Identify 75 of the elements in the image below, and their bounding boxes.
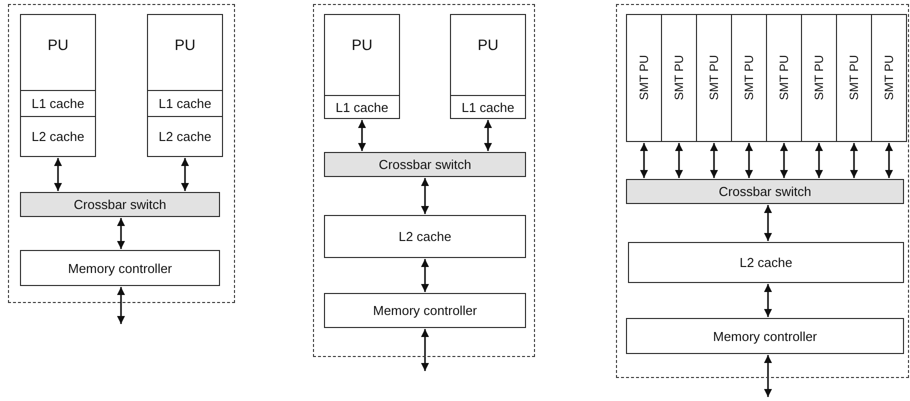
box-label: Memory controller xyxy=(712,328,818,344)
crossbar-box xyxy=(324,152,526,177)
component-box xyxy=(147,116,223,157)
box-label: Memory controller xyxy=(372,303,478,318)
box-label: L2 cache xyxy=(740,255,792,270)
crossbar-box xyxy=(20,192,220,217)
box-label: Crossbar switch xyxy=(718,184,812,199)
processor-box xyxy=(801,14,837,142)
box-label: L1 cache xyxy=(336,100,388,114)
processor-box xyxy=(731,14,767,142)
double-arrow xyxy=(421,329,429,371)
double-arrow xyxy=(484,120,492,151)
processor-box xyxy=(766,14,802,142)
box-label: SMT PU xyxy=(777,55,791,101)
box-label: L2 cache xyxy=(32,129,84,144)
component-box xyxy=(628,242,904,283)
box-label: PU xyxy=(352,37,372,54)
box-label: SMT PU xyxy=(847,55,861,101)
box-label: SMT PU xyxy=(707,55,721,101)
processor-box xyxy=(324,14,400,96)
component-box xyxy=(450,95,526,119)
processor-box xyxy=(871,14,907,142)
component-box xyxy=(147,90,223,117)
box-label: PU xyxy=(174,37,196,54)
double-arrow xyxy=(54,158,62,191)
double-arrow xyxy=(640,143,648,178)
double-arrow xyxy=(885,143,893,178)
chip-boundary xyxy=(313,4,535,357)
double-arrow xyxy=(181,158,189,191)
box-label: SMT PU xyxy=(882,55,896,101)
double-arrow xyxy=(710,143,718,178)
box-label: PU xyxy=(48,37,68,54)
component-box xyxy=(626,318,904,354)
double-arrow xyxy=(421,259,429,292)
crossbar-box xyxy=(626,179,904,204)
box-label: SMT PU xyxy=(637,55,651,101)
processor-box xyxy=(20,14,96,91)
processor-box xyxy=(696,14,732,142)
box-label: L2 cache xyxy=(158,129,212,144)
processor-box xyxy=(836,14,872,142)
processor-box xyxy=(661,14,697,142)
double-arrow xyxy=(764,205,772,241)
box-label: SMT PU xyxy=(742,55,756,101)
double-arrow xyxy=(675,143,683,178)
double-arrow xyxy=(358,120,366,151)
component-box xyxy=(324,293,526,328)
box-label: PU xyxy=(478,37,498,54)
chip-boundary xyxy=(8,4,235,303)
double-arrow xyxy=(117,218,125,249)
double-arrow xyxy=(850,143,858,178)
double-arrow xyxy=(745,143,753,178)
box-label: SMT PU xyxy=(812,55,826,101)
component-box xyxy=(20,90,96,117)
box-label: L1 cache xyxy=(158,96,212,111)
processor-box xyxy=(147,14,223,91)
box-label: L1 cache xyxy=(462,100,514,114)
box-label: Crossbar switch xyxy=(378,157,472,172)
component-box xyxy=(20,250,220,286)
double-arrow xyxy=(815,143,823,178)
processor-box xyxy=(626,14,662,142)
box-label: Crossbar switch xyxy=(74,197,166,212)
box-label: L2 cache xyxy=(398,229,452,244)
double-arrow xyxy=(764,355,772,397)
component-box xyxy=(20,116,96,157)
box-label: L1 cache xyxy=(32,96,84,111)
component-box xyxy=(324,215,526,258)
box-label: Memory controller xyxy=(68,260,172,276)
component-box xyxy=(324,95,400,119)
double-arrow xyxy=(780,143,788,178)
double-arrow xyxy=(117,287,125,324)
processor-box xyxy=(450,14,526,96)
double-arrow xyxy=(764,284,772,317)
chip-boundary xyxy=(616,4,909,378)
box-label: SMT PU xyxy=(672,55,686,101)
double-arrow xyxy=(421,178,429,214)
